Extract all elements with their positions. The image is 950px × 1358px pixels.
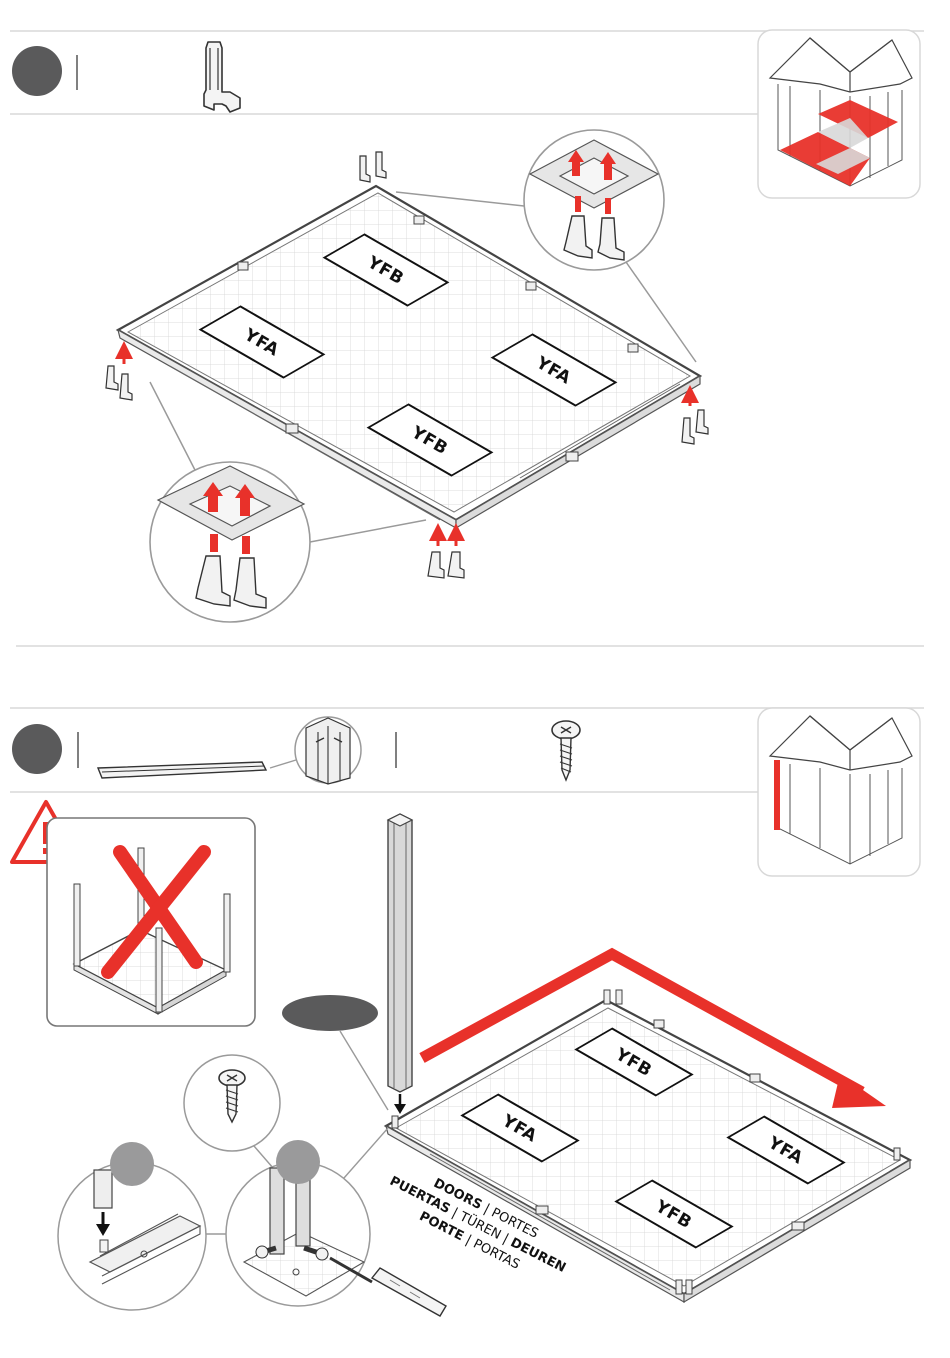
corner-profile-part-icon: [98, 717, 361, 784]
screw-part-icon: [552, 721, 580, 780]
step-1-badge: [12, 46, 62, 96]
vertical-corner-profile: [388, 814, 412, 1114]
wrong-method-illustration: [47, 818, 255, 1026]
label-blob: [282, 995, 378, 1031]
connector-pair-right: [682, 394, 708, 444]
step-2: YFB YFA YFA YFB DOORS | PORTES PUERTAS |…: [10, 708, 924, 1316]
screw-detail-callout: [184, 1055, 280, 1176]
leader-line: [340, 1031, 388, 1110]
connector-part-icon: [204, 42, 240, 112]
connector-pair-top: [360, 152, 386, 182]
detail-a-badge: [110, 1142, 154, 1186]
connector-pair-bottom: [428, 532, 464, 578]
detail-callout-a: [58, 1142, 228, 1310]
connector-pair-left: [106, 350, 132, 400]
detail-callout-b: [226, 1128, 446, 1316]
detail-b-badge: [276, 1140, 320, 1184]
step-2-badge: [12, 724, 62, 774]
step-1: YFB YFA YFA YFB: [10, 30, 924, 646]
overview-thumbnail-wall: [758, 708, 920, 876]
overview-thumbnail-floor: [758, 30, 920, 198]
